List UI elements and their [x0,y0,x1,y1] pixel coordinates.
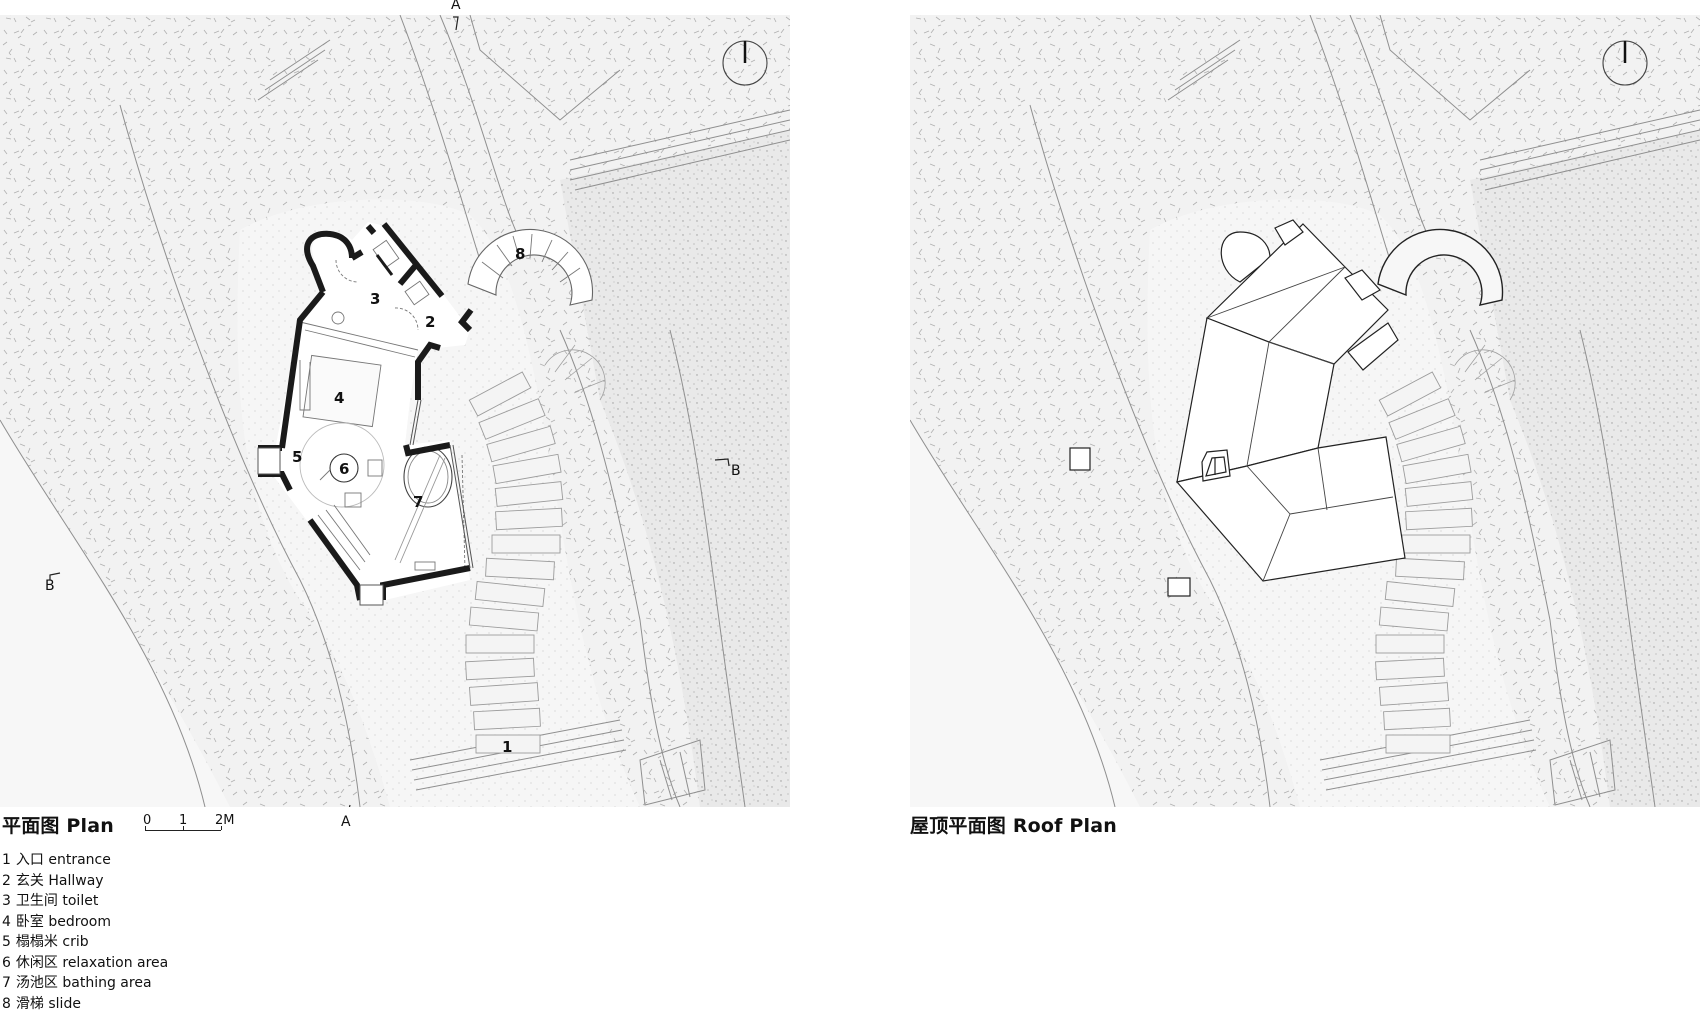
room-label-relaxation: 6 [339,460,349,478]
legend-text: 休闲区 relaxation area [16,955,168,971]
scale-line [145,830,221,831]
plan-title: 平面图 Plan [2,811,114,838]
room-label-entrance: 1 [502,738,512,756]
room-label-hallway: 2 [425,313,435,331]
legend-number: 8 [2,996,11,1012]
skylight-icon [1202,450,1230,481]
section-marker-b-right: B [731,463,741,479]
scale-bar: 0 1 2M [143,813,225,835]
legend-number: 1 [2,852,11,868]
section-marker-a-top: A [451,0,461,13]
room-label-bedroom: 4 [334,389,344,407]
scale-tick [145,826,146,830]
roof-plan-drawing [910,15,1700,807]
roof-protrusion [1168,578,1190,596]
legend-item-toilet: 3 卫生间 toilet [2,891,168,912]
legend-text: 榻榻米 crib [16,934,89,950]
roof-plan-title: 屋顶平面图 Roof Plan [910,811,1117,838]
legend-number: 6 [2,955,11,971]
room-label-slide: 8 [515,245,525,263]
scale-label-2m: 2M [215,813,235,828]
section-marker-b-left: B [45,578,55,594]
room-label-bathing: 7 [413,493,423,511]
legend-text: 入口 entrance [16,852,111,868]
legend-text: 卫生间 toilet [16,893,98,909]
legend-item-crib: 5 榻榻米 crib [2,932,168,953]
legend-number: 2 [2,873,11,889]
legend-number: 7 [2,975,11,991]
room-legend: 1 入口 entrance 2 玄关 Hallway 3 卫生间 toilet 4 卧室… [2,850,168,1014]
scale-tick [183,826,184,830]
legend-item-relaxation-area: 6 休闲区 relaxation area [2,953,168,974]
scale-tick [221,826,222,830]
legend-number: 5 [2,934,11,950]
floor-plan-svg: 1 2 3 4 5 6 7 8 [0,15,790,807]
legend-text: 滑梯 slide [16,996,81,1012]
legend-text: 汤池区 bathing area [16,975,152,991]
legend-item-bathing-area: 7 汤池区 bathing area [2,973,168,994]
section-marker-a-bottom: A [341,814,351,830]
legend-number: 4 [2,914,11,930]
legend-item-entrance: 1 入口 entrance [2,850,168,871]
floor-plan-drawing: 1 2 3 4 5 6 7 8 [0,15,790,807]
legend-text: 卧室 bedroom [16,914,111,930]
legend-number: 3 [2,893,11,909]
room-label-toilet: 3 [370,290,380,308]
legend-text: 玄关 Hallway [16,873,104,889]
roof-protrusion [1070,448,1090,470]
legend-item-slide: 8 滑梯 slide [2,994,168,1014]
legend-item-bedroom: 4 卧室 bedroom [2,912,168,933]
room-label-crib: 5 [292,448,302,466]
roof-plan-svg [910,15,1700,807]
legend-item-hallway: 2 玄关 Hallway [2,871,168,892]
